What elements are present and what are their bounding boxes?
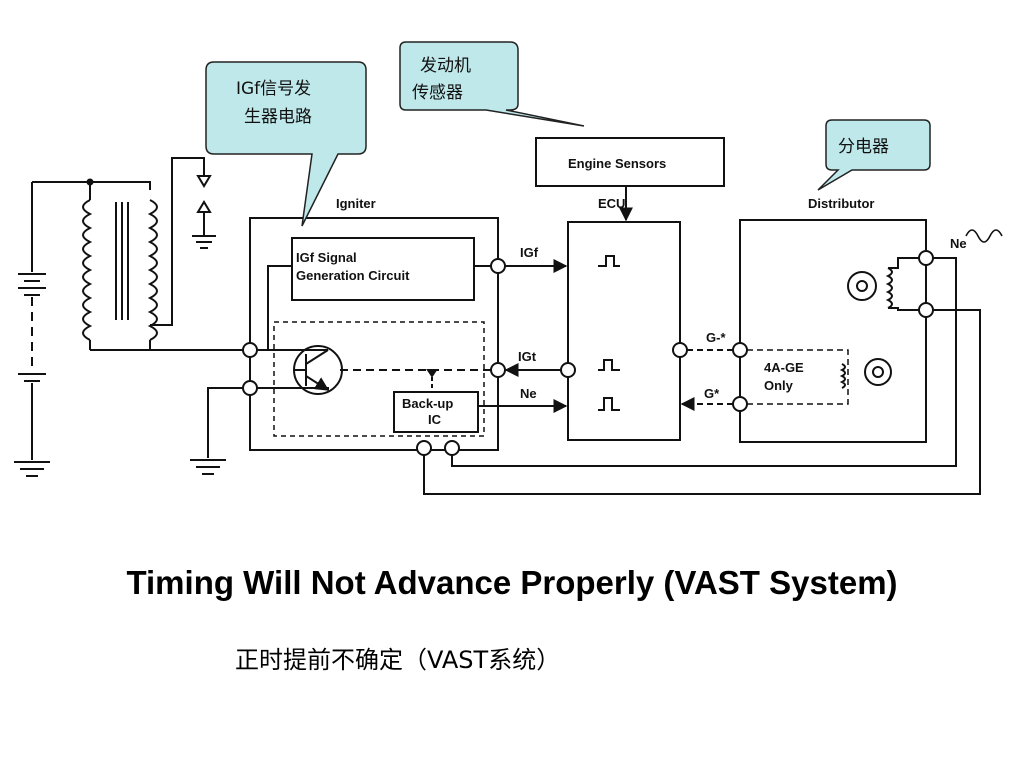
igniter-box bbox=[249, 217, 499, 451]
igf-circuit-box bbox=[291, 237, 475, 301]
spark-plug-icon bbox=[192, 175, 216, 249]
ecu-label: ECU bbox=[598, 196, 625, 211]
slide-subtitle: 正时提前不确定（VAST系统） bbox=[235, 646, 561, 674]
callout-igf-text-1: IGf信号发 bbox=[236, 79, 311, 99]
distributor-label: Distributor bbox=[808, 196, 874, 211]
signal-ne-dist: Ne bbox=[950, 236, 967, 251]
ignition-coil bbox=[82, 199, 158, 341]
igf-circuit-label-1: IGf Signal bbox=[296, 250, 357, 265]
callout-sensor-text-1: 发动机 bbox=[420, 56, 471, 76]
transistor-icon bbox=[293, 345, 343, 395]
callout-igf-circuit: IGf信号发 生器电路 bbox=[205, 61, 367, 227]
ecu-box bbox=[567, 221, 681, 441]
only-label-2: Only bbox=[764, 378, 794, 393]
pickup-coil-icon bbox=[839, 358, 892, 389]
distributor-box bbox=[739, 219, 927, 443]
callout-distributor: 分电器 bbox=[817, 119, 931, 191]
ground-icon bbox=[14, 461, 50, 477]
backup-ic-label-2: IC bbox=[428, 412, 442, 427]
signal-igf: IGf bbox=[520, 245, 539, 260]
slide-title: Timing Will Not Advance Properly (VAST S… bbox=[126, 564, 898, 601]
signal-rotor-icon bbox=[847, 257, 919, 311]
signal-igt: IGt bbox=[518, 349, 537, 364]
callout-engine-sensor: 发动机 传感器 bbox=[399, 41, 585, 127]
engine-sensors-label: Engine Sensors bbox=[568, 156, 666, 171]
only-label-1: 4A-GE bbox=[764, 360, 804, 375]
backup-ic-box bbox=[393, 391, 479, 433]
backup-ic-label-1: Back-up bbox=[402, 396, 453, 411]
signal-g-plus: G* bbox=[704, 386, 720, 401]
igniter-label: Igniter bbox=[336, 196, 376, 211]
callout-distributor-text: 分电器 bbox=[838, 137, 889, 157]
battery-symbol bbox=[18, 182, 46, 460]
signal-ne-ecu: Ne bbox=[520, 386, 537, 401]
signal-g-minus: G-* bbox=[706, 330, 726, 345]
ground-icon bbox=[190, 459, 226, 475]
callout-igf-text-2: 生器电路 bbox=[244, 107, 312, 127]
igf-circuit-label-2: Generation Circuit bbox=[296, 268, 410, 283]
callout-sensor-text-2: 传感器 bbox=[412, 83, 463, 103]
ignition-system-diagram: Igniter ECU Distributor Engine Sensors I… bbox=[14, 41, 1003, 495]
engine-sensors-box bbox=[535, 137, 725, 187]
